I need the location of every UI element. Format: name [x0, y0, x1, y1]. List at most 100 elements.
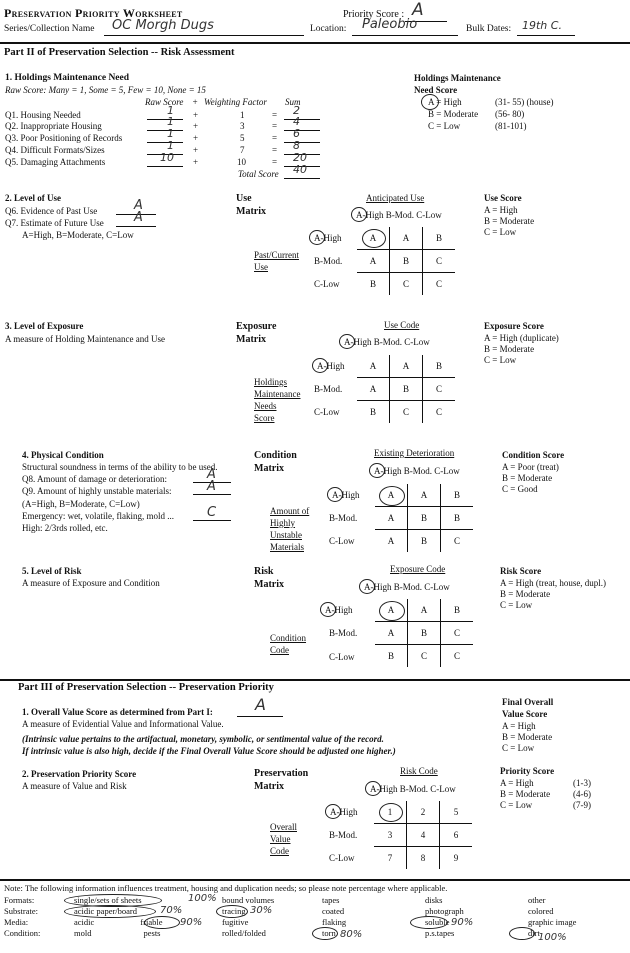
footer-option[interactable]: disks: [425, 895, 443, 905]
q9-value[interactable]: A: [207, 479, 216, 494]
total-score-value[interactable]: 40: [293, 163, 307, 176]
use-row-low: C-Low: [314, 279, 340, 289]
question-label: Q3. Poor Positioning of Records: [5, 133, 123, 143]
matrix-cell: A: [407, 484, 441, 507]
raw-score-input[interactable]: 1: [167, 104, 174, 117]
footer-option[interactable]: graphic image: [528, 917, 577, 927]
plus-sign: +: [193, 145, 199, 155]
need-score-low-range: (81-101): [495, 121, 527, 131]
footer-option-pests[interactable]: pests: [143, 928, 161, 938]
hw-soluble-percent[interactable]: 90%: [451, 917, 474, 928]
exposure-col-title: Use Code: [384, 320, 420, 330]
need-score-moderate-range: (56- 80): [495, 109, 525, 119]
risk-score-title: Risk Score: [500, 566, 542, 576]
risk-matrix-title2: Matrix: [254, 579, 284, 590]
risk-matrix-title: Risk: [254, 566, 274, 577]
matrix-cell: B: [369, 407, 376, 417]
matrix-cell: A: [375, 621, 408, 645]
footer-row-label: Media:: [4, 917, 29, 927]
location-value[interactable]: Paleobio: [362, 17, 418, 32]
matrix-cell: 7: [387, 853, 393, 863]
raw-score-input[interactable]: 10: [160, 151, 174, 164]
raw-score-input[interactable]: 1: [167, 139, 174, 152]
matrix-cell: B: [369, 279, 376, 289]
hw-friable-percent[interactable]: 90%: [180, 917, 203, 928]
preservation-row-low: C-Low: [329, 853, 355, 863]
condition-matrix-title2: Matrix: [254, 463, 284, 474]
matrix-cell: 8: [406, 846, 440, 869]
hw-acidic-percent[interactable]: 70%: [160, 905, 183, 916]
matrix-cell: B: [422, 355, 455, 378]
hw-tracing-percent[interactable]: 30%: [250, 905, 273, 916]
q7-value[interactable]: A: [134, 210, 143, 225]
q6-value[interactable]: A: [134, 198, 143, 213]
exposure-row-title4: Score: [254, 413, 275, 423]
matrix-cell: A: [387, 536, 395, 546]
footer-option[interactable]: fugitive: [222, 917, 249, 927]
condition-row-title3: Unstable: [270, 530, 302, 540]
hw-dirt-percent[interactable]: 100%: [538, 932, 567, 943]
use-row-title: Past/Current: [254, 250, 299, 260]
q8-value[interactable]: A: [207, 467, 216, 482]
plus-sign: +: [193, 157, 199, 167]
footer-option[interactable]: tapes: [322, 895, 340, 905]
s5-desc: A measure of Exposure and Condition: [22, 578, 160, 588]
footer-option[interactable]: flaking: [322, 917, 347, 927]
condition-col-heads: A-High B-Mod. C-Low: [374, 466, 460, 476]
emergency-value[interactable]: C: [207, 505, 217, 520]
s4-title: 4. Physical Condition: [22, 450, 104, 460]
footer-option[interactable]: bound volumes: [222, 895, 275, 905]
need-score-moderate: B = Moderate: [428, 109, 479, 119]
footer-option[interactable]: p.s.tapes: [425, 928, 455, 938]
use-row-mod: B-Mod.: [314, 256, 343, 266]
condition-row-mod: B-Mod.: [329, 513, 358, 523]
s1-col-weight: Weighting Factor: [204, 97, 267, 107]
p3-s1-note1: (Intrinsic value pertains to the artifac…: [22, 734, 384, 744]
exposure-row-high: A-High: [317, 361, 345, 371]
exposure-row-title2: Maintenance: [254, 389, 301, 399]
raw-score-input[interactable]: 1: [167, 127, 174, 140]
sum-input[interactable]: 2: [293, 104, 300, 117]
need-score-high-range: (31- 55) (house): [495, 97, 554, 107]
question-label: Q4. Difficult Formats/Sizes: [5, 145, 105, 155]
footer-option[interactable]: photograph: [425, 906, 464, 916]
condition-row-title2: Highly: [270, 518, 296, 528]
matrix-cell: 5: [439, 801, 472, 824]
preservation-row-title2: Value: [270, 834, 291, 844]
sum-input[interactable]: 20: [293, 151, 307, 164]
location-label: Location:: [310, 24, 347, 34]
priority-value[interactable]: A: [412, 0, 424, 20]
condition-row-title4: Materials: [270, 542, 304, 552]
series-value[interactable]: OC Morgh Dugs: [112, 18, 214, 33]
footer-option[interactable]: coated: [322, 906, 345, 916]
sum-input[interactable]: 6: [293, 127, 300, 140]
sum-input[interactable]: 8: [293, 139, 300, 152]
s4-high: High: 2/3rds rolled, etc.: [22, 523, 108, 533]
sum-input[interactable]: 4: [293, 115, 300, 128]
p3-overall-value[interactable]: A: [255, 695, 266, 714]
hw-torn-percent[interactable]: 80%: [340, 929, 363, 940]
exposure-row-title: Holdings: [254, 377, 288, 387]
use-score-title: Use Score: [484, 193, 522, 203]
footer-option[interactable]: other: [528, 895, 546, 905]
plus-sign: +: [193, 133, 199, 143]
risk-row-mod: B-Mod.: [329, 628, 358, 638]
weight-factor: 10: [237, 157, 246, 167]
footer-option[interactable]: colored: [528, 906, 554, 916]
risk-score-low: C = Low: [500, 600, 533, 610]
condition-score-title: Condition Score: [502, 450, 565, 460]
s1-col-raw: Raw Score: [145, 97, 184, 107]
footer-row-label: Formats:: [4, 895, 35, 905]
hw-sheets-percent[interactable]: 100%: [188, 893, 217, 904]
condition-row-low: C-Low: [329, 536, 355, 546]
bulk-dates-value[interactable]: 19th C.: [522, 19, 562, 32]
matrix-cell: B: [407, 506, 441, 530]
priority-score-mod: B = Moderate: [500, 789, 551, 799]
use-matrix-title: Use: [236, 193, 252, 204]
condition-row-high: A-High: [332, 490, 360, 500]
footer-option[interactable]: rolled/folded: [222, 928, 266, 938]
risk-col-heads: A-High B-Mod. C-Low: [364, 582, 450, 592]
raw-score-input[interactable]: 1: [167, 115, 174, 128]
exposure-row-low: C-Low: [314, 407, 340, 417]
